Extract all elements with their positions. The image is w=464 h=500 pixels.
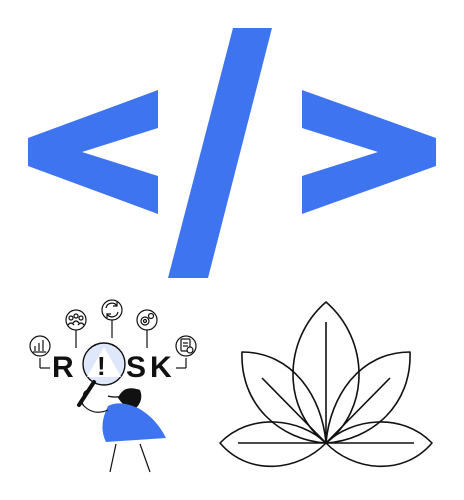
risk-illustration: R ! S K (29, 299, 197, 473)
team-icon (65, 309, 87, 331)
checklist-icon (175, 335, 197, 357)
right-angle-bracket (302, 90, 436, 214)
risk-letter-k: K (150, 351, 172, 384)
lotus-right-upper-petal (325, 351, 411, 444)
lotus-left-upper-petal (241, 351, 327, 444)
lotus-left-lower-petal (219, 421, 327, 468)
chart-icon (29, 335, 51, 357)
lotus-center-petal (292, 301, 360, 444)
magnifier-icon (77, 342, 126, 407)
slash (168, 28, 272, 278)
risk-letter-exclamation: ! (97, 351, 106, 381)
risk-letter-r: R (52, 351, 74, 384)
left-angle-bracket (28, 90, 158, 214)
person-figure (81, 388, 166, 473)
lotus-right-lower-petal (325, 421, 433, 468)
lotus-icon (219, 301, 433, 468)
risk-letter-s: S (126, 351, 146, 384)
settings-icon (136, 309, 158, 331)
refresh-icon (101, 299, 123, 321)
code-brackets-icon (28, 28, 436, 278)
